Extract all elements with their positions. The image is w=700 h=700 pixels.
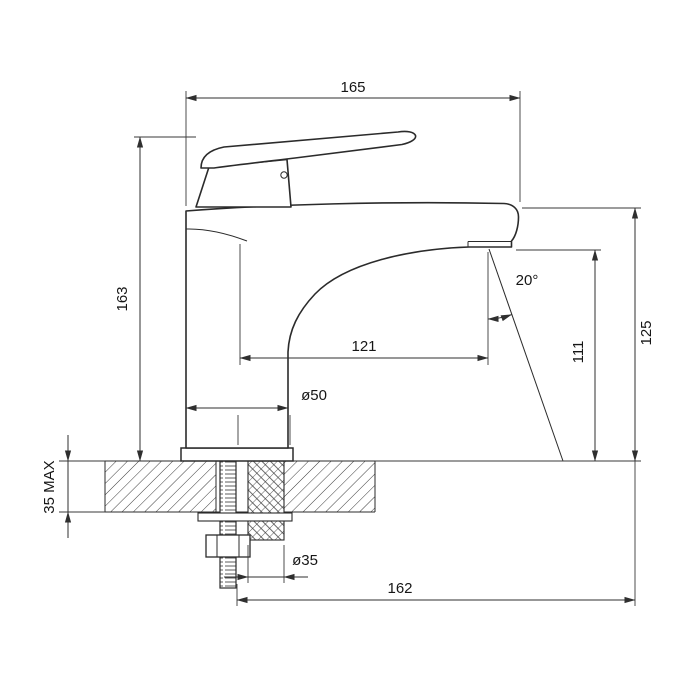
- counter-hatch-right: [284, 461, 375, 512]
- dim-mounting-hole: ø35: [224, 545, 318, 583]
- dim-spout-reach: 121: [239, 244, 489, 365]
- dim-spout-tip-height-label: 125: [638, 320, 655, 345]
- spout-joint-line: [185, 228, 248, 242]
- dim-mounting-hole-label: ø35: [292, 552, 318, 569]
- mounting-hardware: [197, 460, 293, 589]
- mounting-washer: [197, 512, 293, 522]
- dim-stream-angle-label: 20°: [516, 272, 539, 289]
- base-flange: [180, 447, 294, 462]
- lever-handle: [200, 130, 417, 169]
- dim-height-label: 163: [114, 286, 131, 311]
- body-and-spout-outline: [185, 201, 520, 449]
- dim-spout-reach-label: 121: [351, 338, 376, 355]
- stream-direction-line: [488, 248, 564, 462]
- aerator: [467, 241, 512, 247]
- threaded-stud: [219, 460, 237, 589]
- mounting-nut: [205, 534, 251, 558]
- dim-overall-width-label: 165: [340, 79, 365, 96]
- dim-base-diameter-label: ø50: [301, 387, 327, 404]
- dim-overall-reach-label: 162: [387, 580, 412, 597]
- dim-outlet-height: 111: [375, 249, 641, 462]
- lever-pivot-dot: [280, 171, 288, 179]
- dim-height: 163: [114, 136, 196, 462]
- counter-hatch-left: [105, 461, 216, 512]
- dim-overall-width: 165: [185, 79, 521, 206]
- dim-base-diameter: ø50: [185, 387, 327, 445]
- dim-spout-tip-height: 125: [522, 207, 655, 462]
- fixing-sleeve: [247, 460, 285, 541]
- stream-angle-annotation: 20°: [487, 248, 564, 462]
- dim-outlet-height-label: 111: [570, 341, 587, 364]
- faucet: [180, 130, 520, 462]
- dim-overall-reach: 162: [236, 461, 636, 606]
- dim-deck-thickness: 35 MAX: [41, 435, 105, 538]
- counter-section: [104, 460, 376, 513]
- angle-arc: [487, 314, 512, 322]
- dim-deck-thickness-label: 35 MAX: [41, 460, 58, 513]
